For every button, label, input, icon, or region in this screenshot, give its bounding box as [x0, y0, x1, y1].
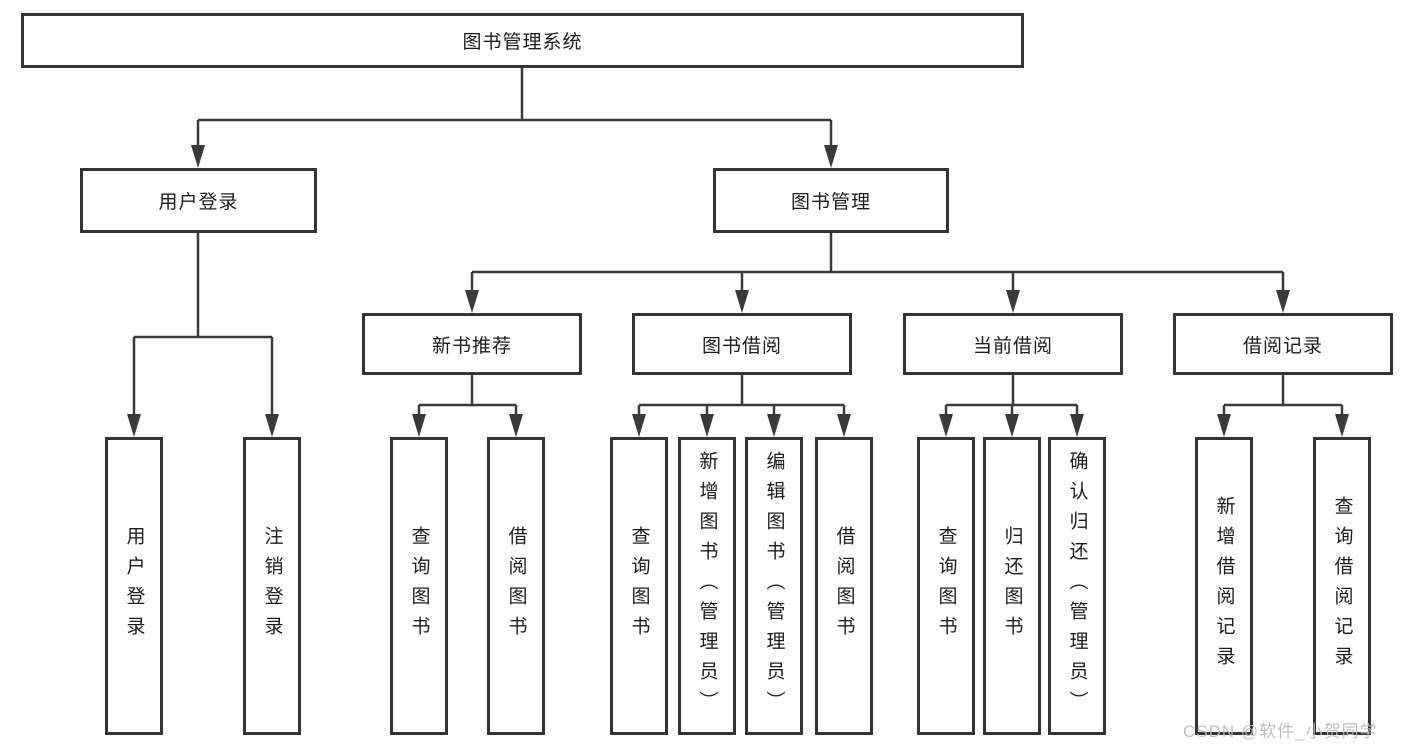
arrowhead-icons [127, 145, 1349, 437]
leaf-return-books: 归还图书 [983, 437, 1041, 735]
node-label: 借阅记录 [1242, 335, 1323, 357]
leaf-borrow-books: 借阅图书 [815, 437, 873, 735]
leaf-query-books-borrow: 查询图书 [610, 437, 668, 735]
node-label: 查询图书 [408, 526, 430, 646]
leaf-edit-book-admin: 编辑图书（管理员） [745, 437, 803, 735]
node-label: 图书管理系统 [462, 32, 583, 53]
connector-group-book-management [470, 233, 1285, 295]
node-label: 用户登录 [158, 192, 239, 213]
node-label: 注销登录 [261, 526, 283, 646]
connector-group-root [196, 68, 833, 150]
node-book-management: 图书管理 [713, 168, 949, 233]
leaf-confirm-return-admin: 确认归还（管理员） [1048, 437, 1106, 735]
node-label: 查询借阅记录 [1331, 496, 1353, 676]
connector-group-current-borrow [944, 375, 1079, 419]
connector-group-book-borrow [637, 375, 846, 419]
leaf-user-login: 用户登录 [105, 437, 163, 735]
node-borrow-records: 借阅记录 [1173, 313, 1393, 375]
leaf-query-borrow-record: 查询借阅记录 [1313, 437, 1371, 735]
leaf-add-borrow-record: 新增借阅记录 [1195, 437, 1253, 735]
node-label: 图书管理 [790, 192, 871, 213]
node-book-borrow: 图书借阅 [632, 313, 852, 375]
node-label: 新书推荐 [431, 335, 512, 357]
node-label: 查询图书 [628, 526, 650, 646]
node-library-system: 图书管理系统 [21, 13, 1024, 68]
watermark: CSDN @软件_小贺同学 [1183, 722, 1378, 741]
node-label: 借阅图书 [505, 526, 527, 646]
leaf-borrow-books-recommend: 借阅图书 [487, 437, 545, 735]
connector-group-new-book-recommend [417, 375, 518, 419]
node-label: 编辑图书（管理员） [763, 451, 785, 721]
leaf-add-book-admin: 新增图书（管理员） [678, 437, 736, 735]
connector-group-borrow-records [1222, 375, 1344, 419]
leaf-query-books-recommend: 查询图书 [390, 437, 448, 735]
node-label: 确认归还（管理员） [1066, 451, 1088, 721]
node-label: 当前借阅 [972, 335, 1053, 357]
node-user-login: 用户登录 [80, 168, 317, 233]
node-label: 查询图书 [935, 526, 957, 646]
node-label: 借阅图书 [833, 526, 855, 646]
node-label: 新增借阅记录 [1213, 496, 1235, 676]
node-label: 用户登录 [123, 526, 145, 646]
leaf-logout: 注销登录 [243, 437, 301, 735]
connector-group-user-login [132, 233, 274, 419]
node-current-borrow: 当前借阅 [903, 313, 1123, 375]
node-new-book-recommend: 新书推荐 [362, 313, 582, 375]
node-label: 图书借阅 [701, 335, 782, 357]
leaf-query-books-current: 查询图书 [917, 437, 975, 735]
node-label: 新增图书（管理员） [696, 451, 718, 721]
node-label: 归还图书 [1001, 526, 1023, 646]
